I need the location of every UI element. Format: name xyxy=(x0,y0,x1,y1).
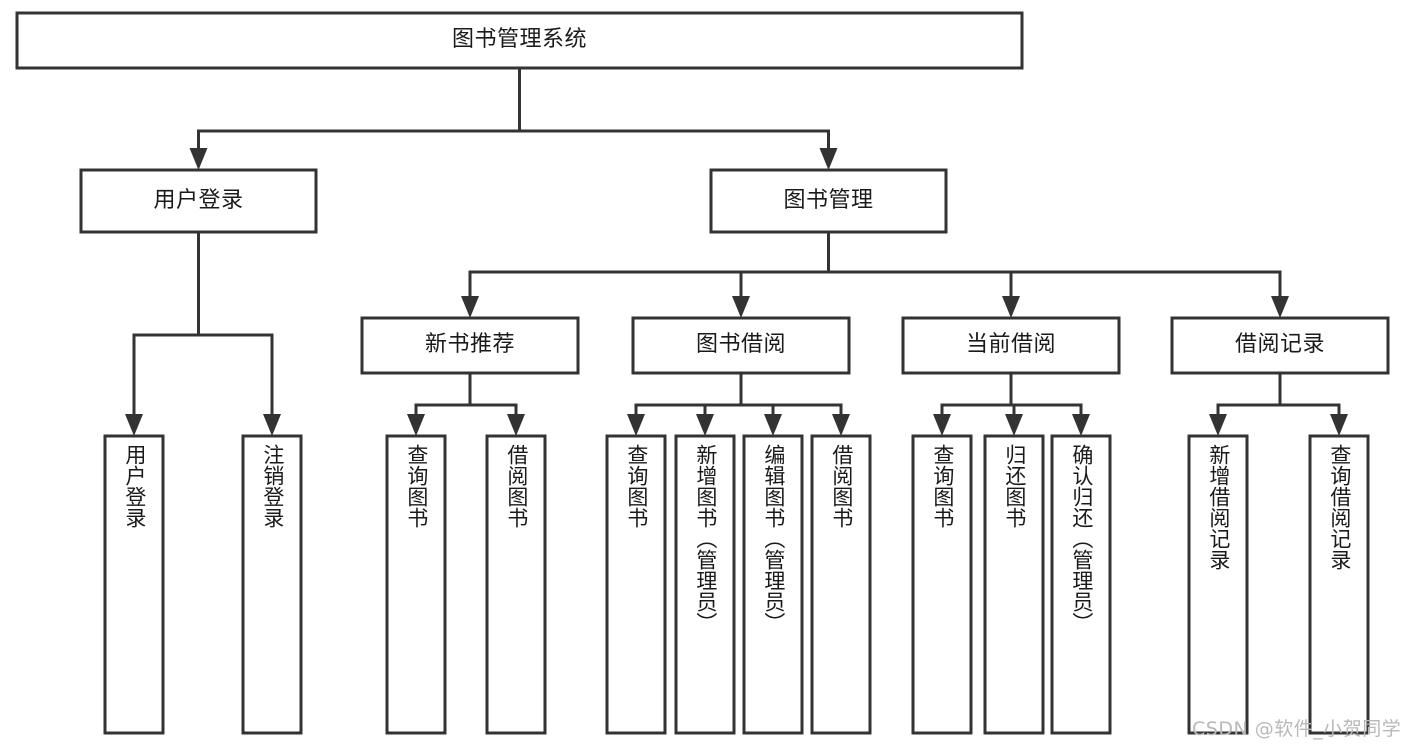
node-box-leaf-query-book-2[interactable] xyxy=(605,434,667,735)
node-box-user-login[interactable] xyxy=(79,168,318,234)
current-borrow-arrow-icon-1 xyxy=(1005,414,1023,436)
node-box-leaf-query-record[interactable] xyxy=(1308,434,1370,735)
node-box-leaf-add-record[interactable] xyxy=(1187,434,1249,735)
node-box-leaf-query-book-3[interactable] xyxy=(911,434,973,735)
user-login-arrow-icon-1 xyxy=(263,414,281,436)
book-manage-arrow-icon-2 xyxy=(1002,296,1020,318)
new-book-recommend-arrow-icon-0 xyxy=(407,414,425,436)
node-boxes-group xyxy=(15,11,1390,735)
node-box-leaf-borrow-book-1[interactable] xyxy=(485,434,547,735)
book-borrow-arrow-icon-2 xyxy=(764,414,782,436)
current-borrow-arrow-icon-2 xyxy=(1072,414,1090,436)
node-box-leaf-return-book[interactable] xyxy=(983,434,1045,735)
node-box-root[interactable] xyxy=(15,11,1024,70)
book-borrow-arrow-icon-0 xyxy=(627,414,645,436)
borrow-record-arrow-icon-1 xyxy=(1330,414,1348,436)
node-box-borrow-record[interactable] xyxy=(1170,316,1390,375)
node-box-new-book-recommend[interactable] xyxy=(360,316,580,375)
book-manage-arrow-icon-1 xyxy=(732,296,750,318)
current-borrow-arrow-icon-0 xyxy=(933,414,951,436)
node-box-book-borrow[interactable] xyxy=(631,316,851,375)
node-box-leaf-user-login[interactable] xyxy=(103,434,165,735)
book-manage-arrow-icon-3 xyxy=(1271,296,1289,318)
node-box-leaf-query-book-1[interactable] xyxy=(385,434,447,735)
borrow-record-arrow-icon-0 xyxy=(1209,414,1227,436)
node-box-current-borrow[interactable] xyxy=(901,316,1121,375)
new-book-recommend-arrow-icon-1 xyxy=(507,414,525,436)
book-manage-arrow-icon-0 xyxy=(461,296,479,318)
book-borrow-arrow-icon-1 xyxy=(696,414,714,436)
node-box-leaf-edit-book[interactable] xyxy=(742,434,804,735)
connectors-group xyxy=(125,66,1348,436)
root-arrow-icon-0 xyxy=(189,148,208,170)
book-borrow-arrow-icon-3 xyxy=(832,414,850,436)
user-login-arrow-icon-0 xyxy=(125,414,143,436)
node-box-book-manage[interactable] xyxy=(709,168,948,234)
node-box-leaf-user-logout[interactable] xyxy=(241,434,303,735)
node-box-leaf-add-book[interactable] xyxy=(674,434,736,735)
watermark-text: CSDN @软件_小贺同学 xyxy=(1192,718,1402,740)
root-arrow-icon-1 xyxy=(819,148,838,170)
node-box-leaf-borrow-book-2[interactable] xyxy=(810,434,872,735)
node-box-leaf-confirm-return[interactable] xyxy=(1050,434,1112,735)
